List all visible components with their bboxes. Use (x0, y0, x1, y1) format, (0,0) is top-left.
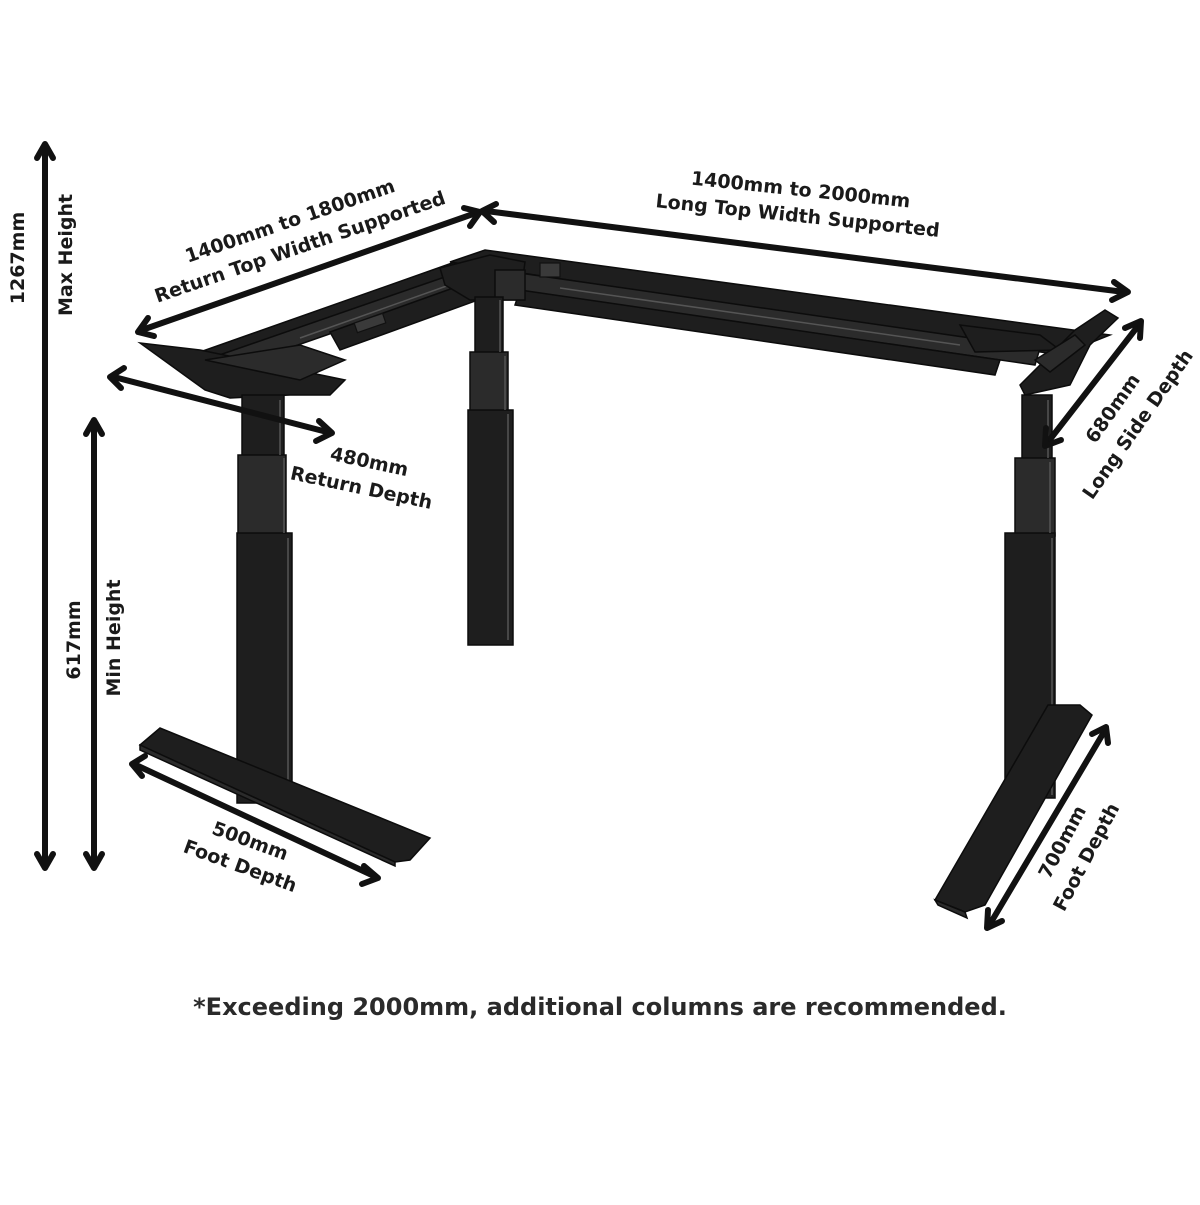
max-height-arrow (34, 141, 56, 871)
left-top-bracket (137, 341, 348, 399)
min-height-arrow (83, 417, 105, 871)
return-top-frame (198, 261, 480, 376)
left-foot-depth-arrow (129, 753, 381, 887)
right-leg (933, 394, 1093, 920)
right-foot-depth-arrow (984, 724, 1111, 931)
long-side-depth-arrow (1042, 318, 1144, 449)
max-height-label: Max Height (55, 194, 77, 316)
footnote: *Exceeding 2000mm, additional columns ar… (193, 993, 1007, 1021)
right-top-bracket (1019, 309, 1120, 396)
center-leg (467, 296, 514, 646)
dimension-arrows (34, 141, 1144, 931)
left-leg (138, 394, 432, 868)
long-top-width-arrow (479, 201, 1131, 303)
long-top-frame (449, 249, 1113, 376)
max-height-value: 1267mm (7, 212, 29, 304)
return-depth-arrow (107, 365, 335, 444)
desk-frame-illustration (137, 249, 1120, 920)
min-height-value: 617mm (63, 600, 85, 679)
corner-bracket (439, 254, 526, 301)
min-height-label: Min Height (103, 579, 125, 696)
